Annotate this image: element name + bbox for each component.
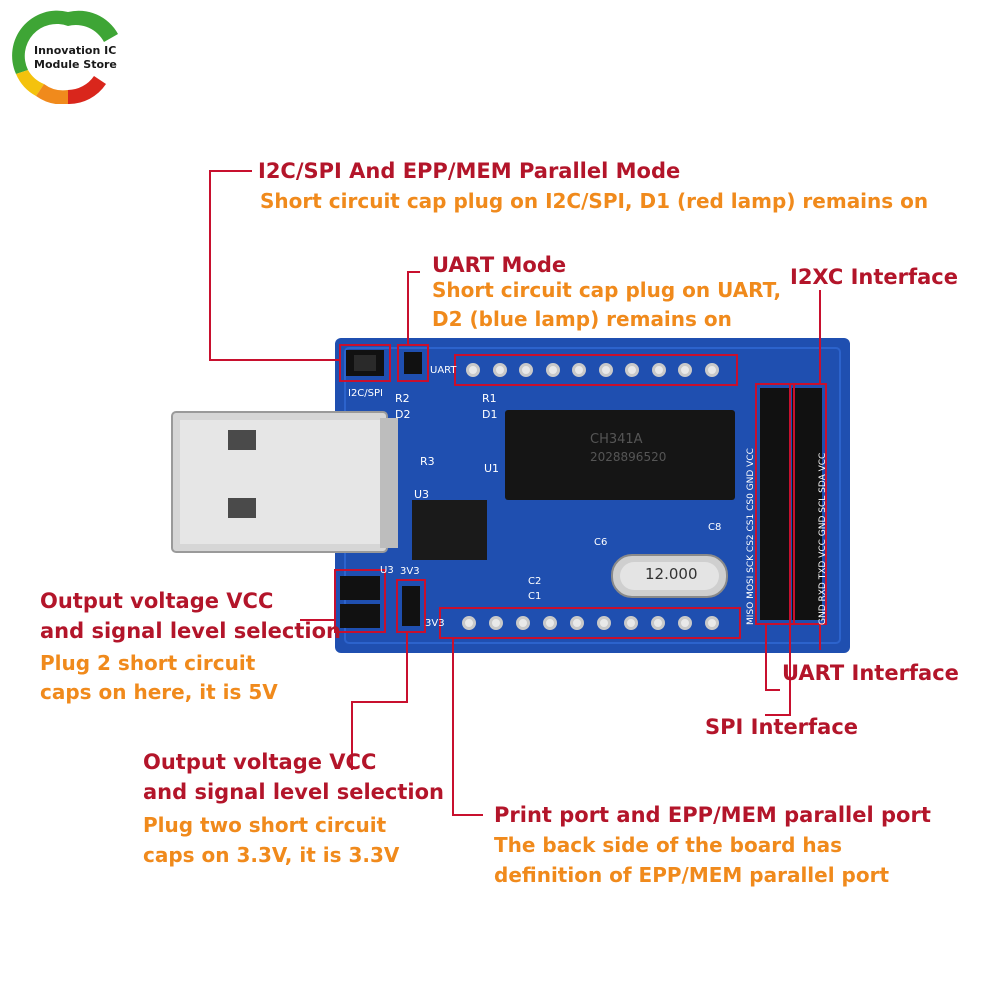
silk-c6: C6	[594, 537, 608, 548]
silk-c8: C8	[708, 522, 722, 533]
header-pin-hole	[489, 616, 503, 630]
header-pin-hole	[705, 616, 719, 630]
silk-u1: U1	[484, 462, 500, 475]
print-port-title: Print port and EPP/MEM parallel port	[494, 803, 931, 827]
logo-line1: Innovation IC	[34, 44, 117, 57]
logo-line2: Module Store	[34, 58, 117, 71]
vcc-3v3-title2: and signal level selection	[143, 780, 444, 804]
header-pin-hole	[651, 363, 666, 377]
vcc-3v3-title1: Output voltage VCC	[143, 750, 377, 774]
vcc-5v-desc1: Plug 2 short circuit	[40, 651, 256, 675]
vcc-5v-title1: Output voltage VCC	[40, 589, 274, 613]
chip-label-2: 2028896520	[590, 450, 667, 464]
header-pin-hole	[462, 616, 476, 630]
silk-3v3b: 3V3	[425, 618, 445, 629]
silk-u3: U3	[414, 488, 430, 501]
header-pin-hole	[704, 363, 719, 377]
silk-d1: D1	[482, 408, 498, 421]
silk-r1: R1	[482, 392, 497, 405]
i2xc-interface-title: I2XC Interface	[790, 265, 958, 289]
usb-connector-icon	[171, 411, 398, 553]
vcc-3v3-desc2: caps on 3.3V, it is 3.3V	[143, 843, 400, 867]
header-pin-hole	[516, 616, 530, 630]
vcc-5v-desc2: caps on here, it is 5V	[40, 680, 278, 704]
silk-d2: D2	[395, 408, 411, 421]
header-pin-hole	[678, 616, 692, 630]
silk-u3b: U3	[380, 565, 394, 576]
header-pin-hole	[570, 616, 584, 630]
silk-3v3: 3V3	[400, 566, 420, 577]
header-pin-hole	[519, 363, 533, 377]
crystal-icon	[611, 554, 728, 598]
silk-left-pins: MISO MOSI SCK CS2 CS1 CS0 GND VCC	[746, 448, 756, 625]
uart-mode-title: UART Mode	[432, 253, 567, 277]
store-logo: Innovation IC Module Store	[6, 4, 130, 105]
print-port-desc2: definition of EPP/MEM parallel port	[494, 863, 890, 887]
vcc-3v3-desc1: Plug two short circuit	[143, 813, 387, 837]
parallel-mode-title: I2C/SPI And EPP/MEM Parallel Mode	[258, 159, 681, 183]
silk-i2c-spi: I2C/SPI	[348, 388, 383, 399]
spi-interface-title: SPI Interface	[705, 715, 859, 739]
silk-right-pins: GND RXD TXD VCC GND SCL SDA VCC	[818, 452, 828, 625]
chip-label-1: CH341A	[590, 432, 643, 447]
vcc-5v-title2: and signal level selection	[40, 619, 341, 643]
uart-interface-title: UART Interface	[782, 661, 959, 685]
uart-mode-desc2: D2 (blue lamp) remains on	[432, 307, 732, 331]
header-pin-hole	[678, 363, 692, 377]
ch341a-chip-icon	[505, 410, 735, 500]
header-pin-hole	[651, 616, 665, 630]
header-pin-hole	[597, 616, 611, 630]
header-pin-hole	[543, 616, 557, 630]
header-pin-hole	[625, 363, 639, 377]
header-pin-hole	[492, 363, 507, 377]
header-pin-hole	[466, 363, 480, 377]
logo-swoosh-icon	[12, 10, 118, 105]
callout-lines	[209, 170, 821, 816]
crystal-label: 12.000	[645, 565, 698, 583]
silk-c1: C1	[528, 591, 542, 602]
silk-r3: R3	[420, 455, 435, 468]
print-port-desc1: The back side of the board has	[494, 833, 843, 857]
silk-r2: R2	[395, 392, 410, 405]
header-pin-hole	[624, 616, 638, 630]
silk-c2: C2	[528, 576, 542, 587]
uart-mode-desc1: Short circuit cap plug on UART,	[432, 278, 782, 302]
parallel-mode-desc: Short circuit cap plug on I2C/SPI, D1 (r…	[260, 189, 929, 213]
silk-uart: UART	[430, 365, 457, 376]
header-pin-hole	[598, 363, 613, 377]
header-pin-hole	[545, 363, 560, 377]
header-pin-hole	[572, 363, 586, 377]
